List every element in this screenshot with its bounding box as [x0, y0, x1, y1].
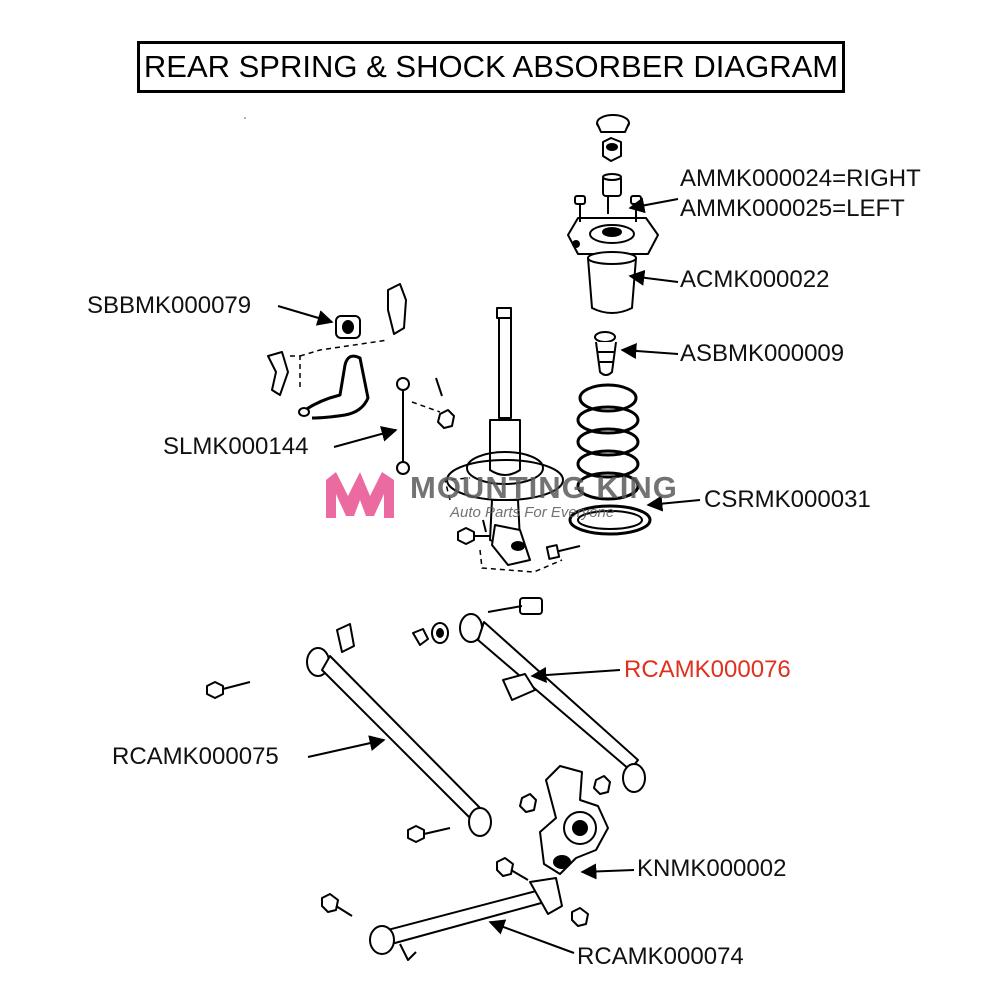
brand-tagline: Auto Parts For Everyone [450, 504, 615, 521]
leader-arm-074 [488, 919, 575, 954]
control-arm-076 [459, 613, 646, 793]
small-dot [244, 117, 246, 119]
dust-boot [587, 251, 637, 314]
dashed-guide-lines [290, 339, 563, 573]
stabilizer-link [396, 377, 455, 475]
label-mount-left: AMMK000025=LEFT [680, 195, 905, 222]
bump-stopper [594, 331, 617, 376]
shock-mount-bolts [457, 527, 581, 560]
label-stabilizer-link: SLMK000144 [163, 433, 309, 460]
label-bump-stop: ASBMK000009 [680, 340, 845, 367]
arm-bolts [206, 597, 611, 927]
label-mount-right: AMMK000024=RIGHT [680, 165, 921, 192]
spring-lower-insulator [568, 504, 652, 536]
brand-name: MOUNTING KING [410, 470, 678, 505]
leader-mount [628, 197, 679, 214]
coil-spring [576, 383, 640, 501]
leader-spring-rubber [646, 495, 701, 512]
leader-stab-link [333, 426, 398, 448]
upper-mount-collar [602, 173, 622, 197]
leader-knuckle [580, 863, 635, 880]
leader-stab-bushing [277, 305, 334, 326]
diagram-title: REAR SPRING & SHOCK ABSORBER DIAGRAM [137, 41, 845, 93]
label-control-arm-075: RCAMK000075 [112, 743, 279, 770]
control-arm-075 [306, 647, 492, 837]
label-control-arm-076: RCAMK000076 [624, 656, 791, 683]
label-coil-spring-rubber: CSRMK000031 [704, 486, 871, 513]
leader-arm-076 [530, 667, 621, 684]
control-arm-074 [369, 877, 563, 961]
leader-dust-cover [628, 269, 679, 286]
leader-bump-stop [620, 343, 679, 360]
arm-bushings [412, 622, 449, 646]
label-stabilizer-bushing: SBBMK000079 [87, 292, 252, 319]
knuckle [539, 765, 609, 875]
shock-absorber [446, 307, 564, 566]
label-control-arm-074: RCAMK000074 [577, 943, 744, 970]
upper-mount-nut [602, 137, 622, 162]
mounting-king-logo [326, 472, 394, 518]
stabilizer-bracket [267, 283, 407, 396]
stabilizer-bushing [335, 315, 361, 339]
label-knuckle: KNMK000002 [637, 855, 787, 882]
label-dust-cover: ACMK000022 [680, 266, 830, 293]
upper-mount-cap [596, 114, 630, 133]
leader-arm-075 [307, 735, 386, 758]
stabilizer-bar [298, 354, 370, 420]
